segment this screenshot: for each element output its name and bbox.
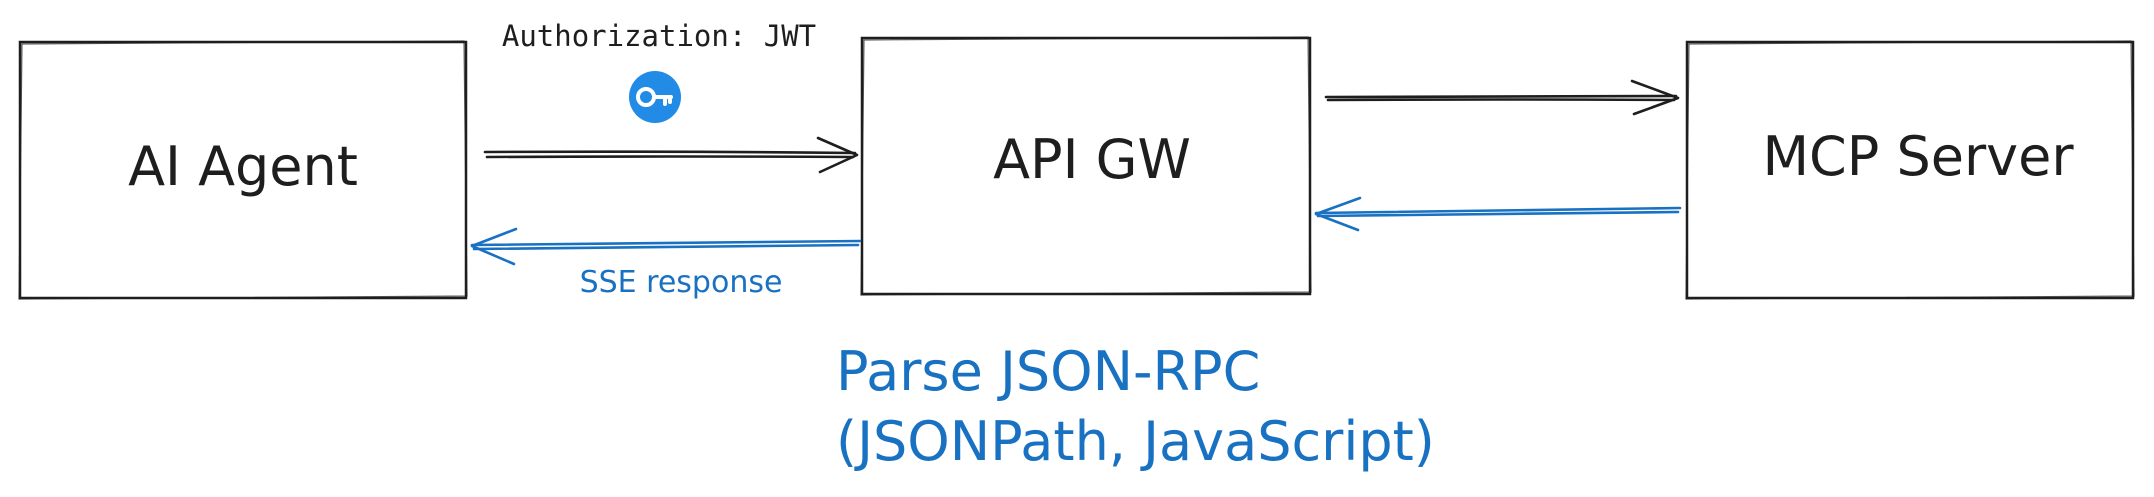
parse-note: Parse JSON-RPC (JSONPath, JavaScript) — [836, 340, 1435, 473]
arrow-gateway-to-agent — [470, 227, 862, 266]
arrow-server-to-gateway — [1314, 196, 1682, 232]
key-icon — [629, 71, 681, 123]
mcp-server-label: MCP Server — [1762, 125, 2074, 188]
parse-note-line2: (JSONPath, JavaScript) — [836, 410, 1435, 473]
authorization-label: Authorization: JWT — [502, 19, 816, 53]
arrow-agent-to-gateway — [483, 136, 859, 174]
api-gateway-node: API GW — [860, 36, 1312, 296]
parse-note-line1: Parse JSON-RPC — [836, 340, 1260, 403]
sse-response-label: SSE response — [580, 265, 783, 300]
arrow-gateway-to-server — [1324, 79, 1680, 116]
api-gateway-label: API GW — [993, 128, 1191, 191]
ai-agent-node: AI Agent — [18, 40, 468, 300]
ai-agent-label: AI Agent — [128, 135, 358, 198]
mcp-server-node: MCP Server — [1685, 40, 2135, 300]
